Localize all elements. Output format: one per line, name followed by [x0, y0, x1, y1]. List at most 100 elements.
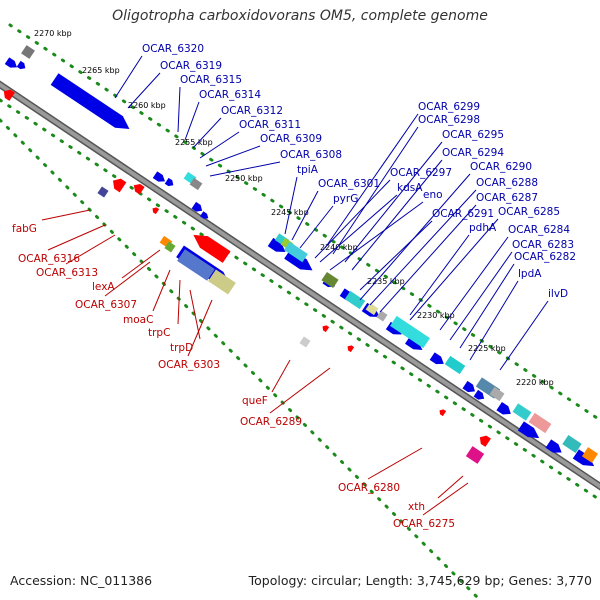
genome-summary-text: Topology: circular; Length: 3,745,629 bp… [248, 573, 592, 588]
gene-label-forward[interactable]: pdhA [469, 222, 497, 234]
forward-gene-7[interactable] [267, 237, 289, 256]
gene-label-reverse[interactable]: OCAR_6280 [338, 482, 400, 494]
forward-gene-20[interactable] [473, 389, 487, 402]
label-leader-line [291, 190, 319, 241]
reverse-gene-6[interactable] [346, 344, 355, 353]
gene-label-reverse[interactable]: trpC [148, 327, 170, 339]
gene-label-forward[interactable]: OCAR_6291 [432, 208, 494, 220]
feature-box-21[interactable] [177, 249, 215, 281]
label-leader-line [152, 269, 171, 312]
label-leader-line [469, 280, 519, 361]
gene-label-reverse[interactable]: queF [242, 395, 268, 407]
gene-label-forward[interactable]: OCAR_6319 [160, 60, 222, 72]
forward-gene-13[interactable] [405, 336, 425, 353]
feature-box-15[interactable] [528, 412, 552, 434]
forward-gene-2[interactable] [50, 73, 134, 135]
gene-label-reverse[interactable]: OCAR_6289 [240, 416, 302, 428]
label-leader-line [369, 189, 477, 306]
gene-label-forward[interactable]: OCAR_6285 [498, 206, 560, 218]
forward-gene-14[interactable] [429, 352, 447, 367]
tick-ring-2 [0, 98, 600, 502]
feature-box-7[interactable] [344, 290, 366, 310]
gene-label-forward[interactable]: OCAR_6299 [418, 101, 480, 113]
forward-gene-18[interactable] [545, 439, 565, 456]
reverse-gene-1[interactable] [110, 176, 127, 193]
feature-box-18[interactable] [465, 446, 485, 464]
feature-box-5[interactable] [284, 241, 308, 263]
forward-gene-1[interactable] [16, 60, 28, 71]
gene-label-forward[interactable]: OCAR_6320 [142, 43, 204, 55]
reverse-gene-7[interactable] [438, 408, 447, 417]
feature-box-9[interactable] [376, 310, 388, 322]
gene-label-forward[interactable]: OCAR_6314 [199, 89, 261, 101]
forward-gene-0[interactable] [4, 57, 19, 70]
forward-gene-17[interactable] [517, 421, 542, 442]
gene-label-forward[interactable]: OCAR_6309 [260, 133, 322, 145]
gene-label-forward[interactable]: OCAR_6315 [180, 74, 242, 86]
forward-gene-19[interactable] [572, 449, 597, 470]
forward-gene-16[interactable] [496, 401, 513, 418]
gene-label-reverse[interactable]: OCAR_6316 [18, 253, 80, 265]
gene-label-forward[interactable]: kdsA [397, 182, 423, 194]
gene-label-forward[interactable]: pyrG [333, 193, 358, 205]
forward-gene-3[interactable] [152, 171, 167, 184]
reverse-gene-8[interactable] [477, 433, 491, 447]
gene-label-forward[interactable]: OCAR_6295 [442, 129, 504, 141]
gene-label-reverse[interactable]: OCAR_6313 [36, 267, 98, 279]
label-leader-line [324, 113, 419, 249]
gene-label-forward[interactable]: OCAR_6312 [221, 105, 283, 117]
gene-label-forward[interactable]: OCAR_6284 [508, 224, 570, 236]
gene-label-forward[interactable]: ilvD [548, 288, 568, 300]
gene-label-reverse[interactable]: lexA [92, 281, 115, 293]
tick-ring-0 [8, 23, 600, 422]
label-leader-line [41, 209, 91, 221]
gene-label-forward[interactable]: OCAR_6298 [418, 114, 480, 126]
gene-label-reverse[interactable]: OCAR_6275 [393, 518, 455, 530]
gene-label-reverse[interactable]: xth [408, 501, 425, 513]
gene-label-reverse[interactable]: OCAR_6303 [158, 359, 220, 371]
label-leader-line [344, 141, 443, 263]
forward-gene-4[interactable] [164, 177, 176, 188]
feature-box-0[interactable] [21, 45, 35, 59]
feature-box-11[interactable] [444, 355, 466, 375]
feature-box-23[interactable] [299, 336, 311, 348]
reverse-gene-3[interactable] [151, 206, 160, 215]
gene-label-forward[interactable]: OCAR_6297 [390, 167, 452, 179]
gene-label-forward[interactable]: OCAR_6287 [476, 192, 538, 204]
label-leader-line [284, 176, 298, 235]
feature-box-13[interactable] [489, 386, 505, 402]
gene-label-forward[interactable]: OCAR_6294 [442, 147, 504, 159]
forward-gene-15[interactable] [462, 380, 478, 395]
gene-label-forward[interactable]: OCAR_6311 [239, 119, 301, 131]
reverse-gene-0[interactable] [1, 87, 15, 101]
forward-gene-6[interactable] [200, 211, 210, 220]
reverse-gene-4[interactable] [189, 229, 231, 263]
gene-label-forward[interactable]: OCAR_6288 [476, 177, 538, 189]
feature-box-8[interactable] [365, 302, 379, 316]
gene-label-reverse[interactable]: OCAR_6307 [75, 299, 137, 311]
gene-label-forward[interactable]: lpdA [518, 268, 542, 280]
gene-label-forward[interactable]: eno [423, 189, 443, 201]
feature-box-22[interactable] [208, 269, 236, 295]
gene-label-forward[interactable]: OCAR_6282 [514, 251, 576, 263]
gene-label-forward[interactable]: OCAR_6290 [470, 161, 532, 173]
gene-label-forward[interactable]: OCAR_6283 [512, 239, 574, 251]
gene-label-forward[interactable]: tpiA [297, 164, 319, 176]
feature-box-2[interactable] [189, 177, 203, 191]
feature-box-16[interactable] [562, 434, 582, 454]
reverse-gene-5[interactable] [321, 324, 330, 333]
gene-label-forward[interactable]: OCAR_6301 [318, 178, 380, 190]
gene-label-reverse[interactable]: moaC [123, 314, 153, 326]
feature-box-14[interactable] [512, 403, 532, 421]
feature-box-6[interactable] [321, 271, 339, 289]
feature-box-10[interactable] [390, 315, 430, 349]
forward-gene-5[interactable] [191, 201, 205, 214]
gene-label-reverse[interactable]: trpD [170, 342, 193, 354]
gene-label-forward[interactable]: OCAR_6308 [280, 149, 342, 161]
feature-box-17[interactable] [581, 447, 599, 463]
feature-box-20[interactable] [164, 241, 176, 253]
feature-box-24[interactable] [97, 186, 109, 198]
reverse-gene-2[interactable] [131, 181, 145, 195]
gene-label-reverse[interactable]: fabG [12, 223, 37, 235]
